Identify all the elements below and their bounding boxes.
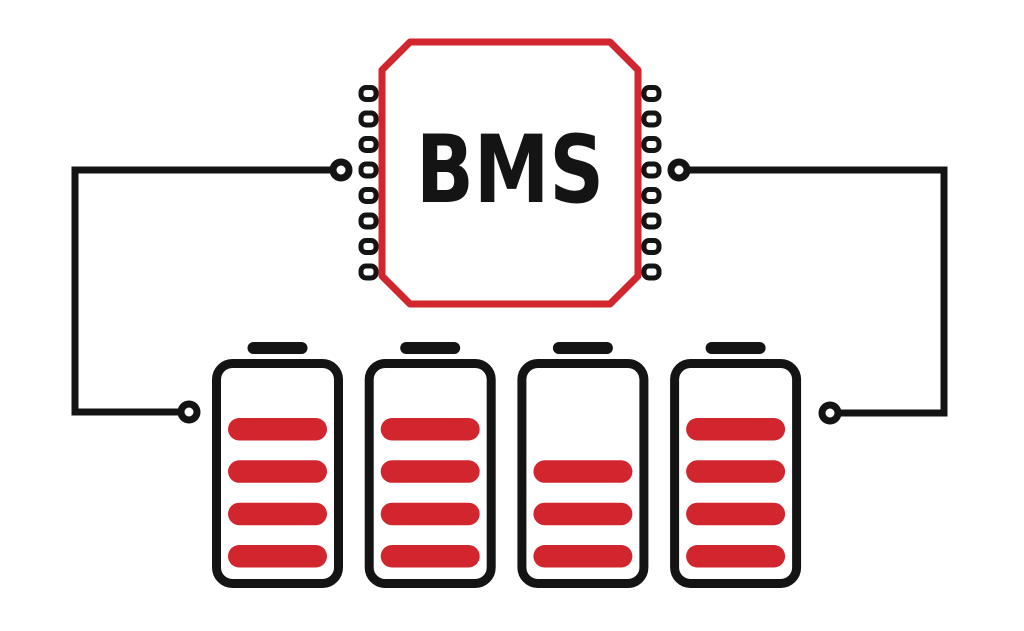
charge-bar: [380, 418, 480, 441]
wire-node-pack-right: [818, 401, 842, 425]
battery-cap-icon: [552, 342, 613, 354]
charge-bar: [228, 502, 327, 526]
battery-cap-icon: [705, 342, 766, 354]
right-wire: [679, 166, 948, 417]
charge-bar: [533, 502, 633, 526]
chip-pin-left: [358, 136, 379, 153]
chip-pin-right: [641, 187, 662, 204]
charge-bar: [533, 460, 633, 483]
chip-pin-left: [358, 212, 379, 230]
left-wire: [71, 166, 341, 416]
charge-bar: [686, 502, 786, 526]
chip-pin-right: [641, 212, 662, 230]
charge-bar: [228, 460, 327, 483]
chip-pin-right: [641, 136, 662, 153]
chip-pin-right: [641, 238, 662, 255]
chip-pin-left: [358, 85, 379, 102]
charge-bar: [686, 545, 786, 568]
battery-cap-icon: [400, 342, 461, 354]
chip-pins-left: [358, 85, 379, 281]
chip-pin-left: [358, 263, 379, 281]
battery-4: [670, 342, 802, 588]
chip-pin-left: [358, 161, 379, 179]
wire-node-chip-left: [329, 158, 353, 182]
chip-body-icon: [378, 38, 642, 308]
chip-pin-left: [358, 238, 379, 255]
charge-bar: [228, 545, 327, 568]
chip-pin-left: [358, 110, 379, 128]
battery-cap-icon: [247, 342, 308, 354]
charge-bar: [380, 502, 480, 526]
chip-pin-right: [641, 110, 662, 128]
chip-pins-right: [641, 85, 662, 281]
bms-chip: BMS: [358, 38, 662, 308]
chip-pin-right: [641, 161, 662, 179]
charge-bar: [380, 460, 480, 483]
charge-bar: [228, 418, 327, 441]
wire-node-pack-left: [177, 400, 201, 424]
chip-pin-right: [641, 263, 662, 281]
battery-3: [517, 342, 649, 588]
wire-node-chip-right: [667, 158, 691, 182]
chip-label: BMS: [416, 116, 604, 225]
charge-bar: [686, 460, 786, 483]
charge-bar: [380, 545, 480, 568]
chip-pin-right: [641, 85, 662, 102]
charge-bar: [686, 418, 786, 441]
charge-bar: [533, 545, 633, 568]
battery-2: [364, 342, 496, 588]
chip-pin-left: [358, 187, 379, 204]
battery-pack: [212, 342, 802, 588]
battery-1: [212, 342, 343, 588]
